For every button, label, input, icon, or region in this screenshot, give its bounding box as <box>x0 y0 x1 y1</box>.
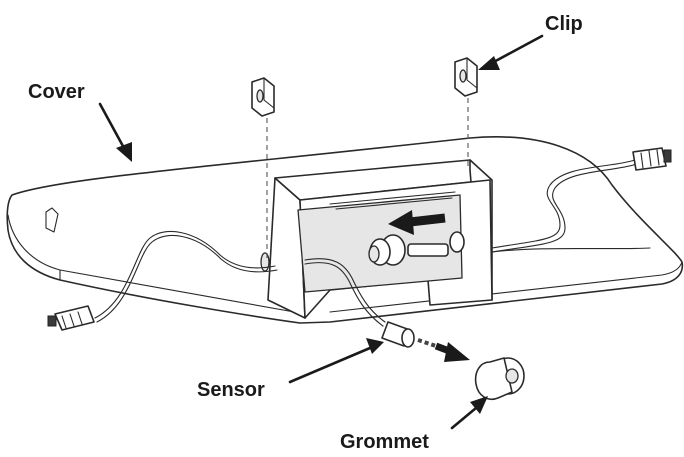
loose-sensor-tip <box>401 328 415 348</box>
left-connector-plug <box>47 315 57 327</box>
label-cover: Cover <box>28 81 85 103</box>
right-clip <box>454 57 478 97</box>
insert-arrow-head <box>388 210 414 235</box>
sensor-lead-upper <box>304 258 386 323</box>
right-connector <box>632 147 672 171</box>
installed-sensor-body <box>407 243 449 257</box>
housing-grommet-hole <box>449 231 465 253</box>
sensor-arrow-dashes <box>417 338 437 348</box>
grommet-part <box>474 357 525 400</box>
cover-right-front-edge <box>329 261 683 313</box>
label-clip: Clip <box>545 13 583 35</box>
label-sensor: Sensor <box>197 379 265 401</box>
right-wire-upper <box>491 159 636 249</box>
left-wire-upper <box>94 231 276 319</box>
sensor-arrow-head <box>444 342 470 362</box>
cover-left-tab <box>45 207 59 233</box>
wires <box>94 159 651 327</box>
cover-front-edge <box>7 214 301 314</box>
housing-slot <box>260 252 270 272</box>
right-base-wire <box>491 247 651 253</box>
right-wire-lower <box>491 163 638 253</box>
installed-sensor-face <box>368 245 380 263</box>
grommet-center-hole <box>505 368 519 384</box>
sensor-to-grommet-arrow <box>417 338 470 362</box>
grommet-leader-line <box>450 406 478 430</box>
clip-leader-line <box>488 34 544 66</box>
left-connector-ribs <box>61 311 83 329</box>
sensor-leader-arrowhead <box>366 338 384 354</box>
insert-direction-arrow <box>388 210 446 235</box>
grommet-front <box>474 357 513 400</box>
right-clip-hole <box>459 69 467 83</box>
sensor-lead-lower <box>304 262 384 327</box>
housing-opening-lip-inner <box>335 197 453 210</box>
right-connector-plug <box>663 149 672 163</box>
clip-leader-arrowhead <box>478 56 500 70</box>
cover-leader-arrowhead <box>116 142 132 162</box>
installed-sensor <box>368 234 449 266</box>
left-wire-lower <box>96 235 278 323</box>
cover-leader-line <box>98 102 126 150</box>
loose-sensor <box>381 321 415 348</box>
left-clip <box>251 77 275 117</box>
housing-opening-lip <box>329 191 456 205</box>
grommet-leader-arrowhead <box>470 396 488 414</box>
right-clip-fold <box>466 57 478 89</box>
left-connector-body <box>54 305 95 331</box>
left-clip-fold <box>263 77 275 109</box>
insert-arrow-shaft <box>409 213 446 227</box>
label-grommet: Grommet <box>340 431 429 453</box>
right-connector-ribs <box>640 149 660 169</box>
left-clip-hole <box>256 89 264 103</box>
sensor-leader-line <box>288 346 372 384</box>
left-connector <box>47 305 95 331</box>
